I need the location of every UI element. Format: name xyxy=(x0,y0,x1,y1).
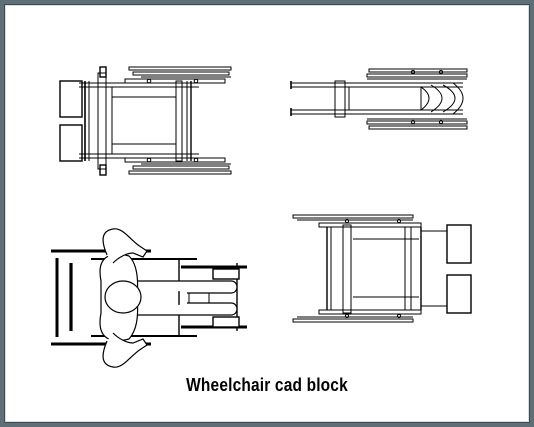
wheelchair-view-top-right xyxy=(290,68,468,130)
drawing-sheet: Wheelchair cad block xyxy=(4,4,530,423)
wheelchair-view-bottom-left xyxy=(51,228,247,368)
cad-drawing xyxy=(51,66,472,368)
drawing-caption: Wheelchair cad block xyxy=(186,375,348,395)
wheelchair-view-bottom-right xyxy=(292,214,472,323)
wheelchair-view-top-left xyxy=(59,66,232,176)
